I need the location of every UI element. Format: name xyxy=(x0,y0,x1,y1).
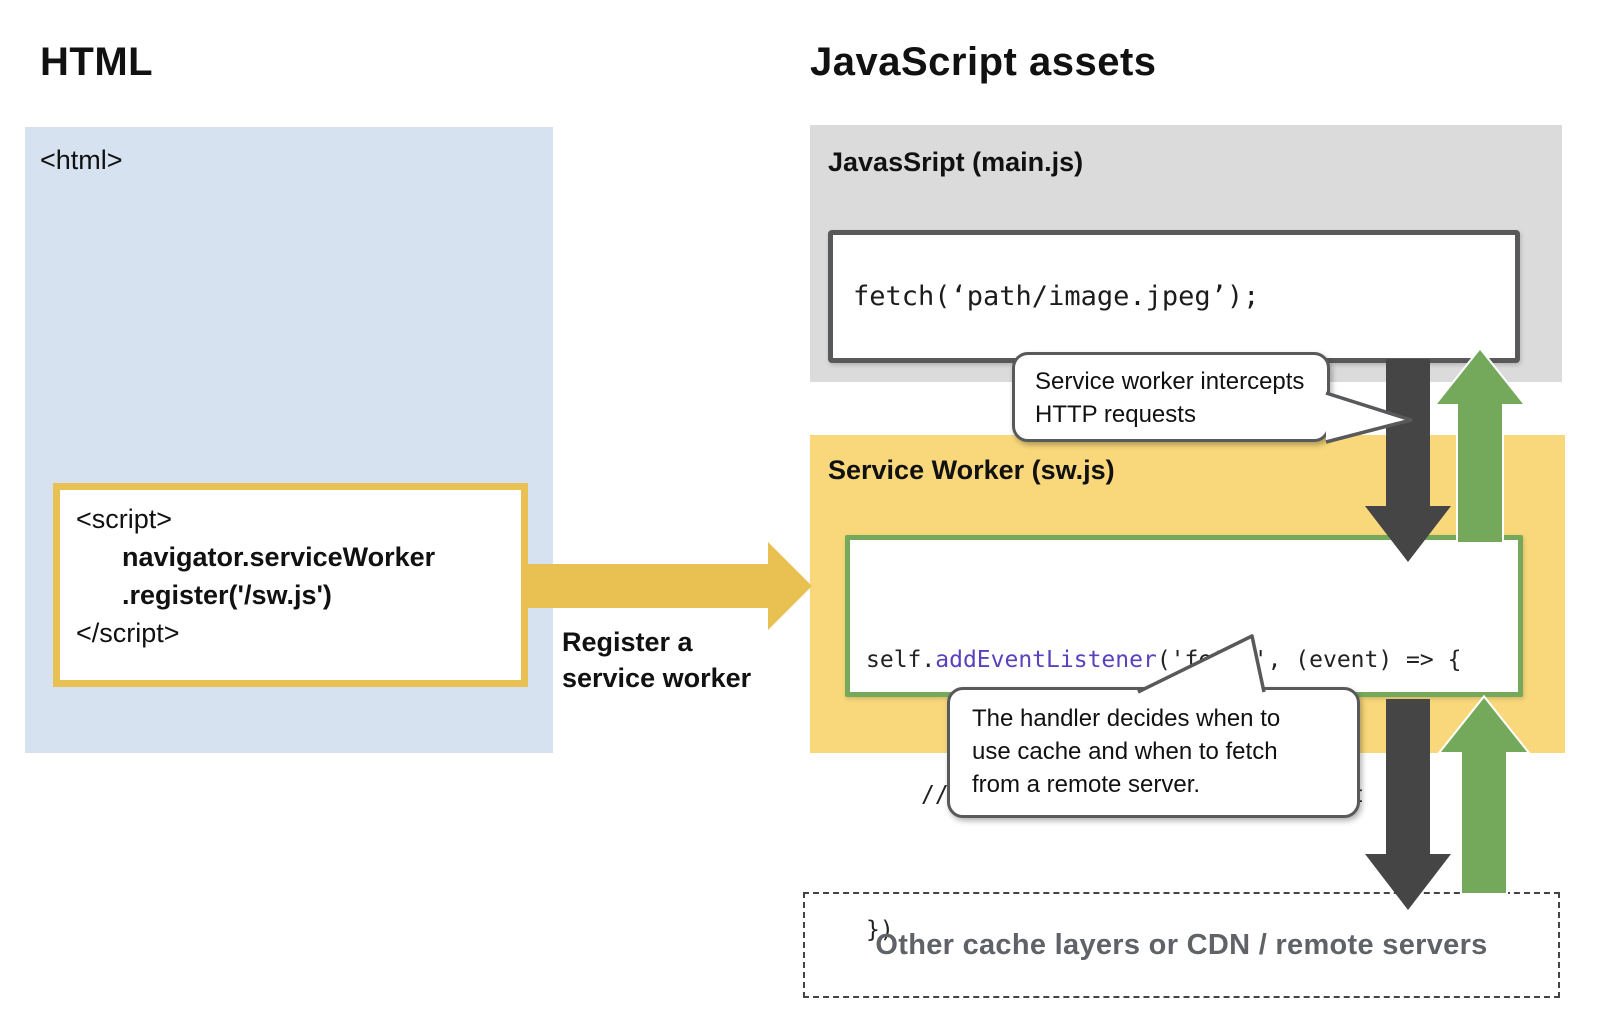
sw-code-keyword: addEventListener xyxy=(935,647,1157,673)
sw-code-box: self.addEventListener('fetch', (event) =… xyxy=(845,535,1523,943)
handler-bubble-line1: The handler decides when to xyxy=(972,705,1281,732)
script-line-register: .register('/sw.js') xyxy=(122,580,332,610)
register-arrow-label-line2: service worker xyxy=(562,663,752,693)
script-register-box: <script> navigator.serviceWorker .regist… xyxy=(53,483,528,687)
fetch-code-box: fetch(‘path/image.jpeg’); xyxy=(828,230,1520,363)
intercept-bubble-line2: HTTP requests xyxy=(1035,401,1196,428)
register-arrow-icon xyxy=(528,542,812,630)
script-line-navigator: navigator.serviceWorker xyxy=(122,542,436,572)
heading-html: HTML xyxy=(40,40,154,84)
handler-bubble-text: The handler decides when to use cache an… xyxy=(972,702,1280,801)
html-open-tag: <html> xyxy=(40,145,123,175)
fetch-code: fetch(‘path/image.jpeg’); xyxy=(853,281,1260,312)
intercept-bubble-line1: Service worker intercepts xyxy=(1035,368,1305,395)
sw-code-line1: self.addEventListener('fetch', (event) =… xyxy=(866,638,1461,683)
handler-bubble-line3: from a remote server. xyxy=(972,771,1201,798)
script-register-code: <script> navigator.serviceWorker .regist… xyxy=(76,500,435,652)
script-close-tag: </script> xyxy=(76,618,180,648)
intercept-bubble-text: Service worker intercepts HTTP requests xyxy=(1035,365,1304,431)
sw-code-self: self. xyxy=(866,647,936,673)
register-arrow-label: Register a service worker xyxy=(562,624,751,696)
sw-code-line3: }) xyxy=(866,917,894,943)
service-worker-panel-title: Service Worker (sw.js) xyxy=(828,455,1115,485)
handler-bubble-line2: use cache and when to fetch xyxy=(972,738,1278,765)
remote-servers-label: Other cache layers or CDN / remote serve… xyxy=(875,928,1488,961)
handler-bubble: The handler decides when to use cache an… xyxy=(947,687,1360,818)
register-arrow-label-line1: Register a xyxy=(562,627,693,657)
mainjs-panel-title: JavasSript (main.js) xyxy=(828,147,1084,177)
intercept-bubble: Service worker intercepts HTTP requests xyxy=(1012,352,1330,442)
script-open-tag: <script> xyxy=(76,504,173,534)
heading-javascript-assets: JavaScript assets xyxy=(810,40,1157,84)
remote-servers-box: Other cache layers or CDN / remote serve… xyxy=(803,892,1560,998)
sw-code-args: ('fetch', (event) => { xyxy=(1156,647,1462,673)
